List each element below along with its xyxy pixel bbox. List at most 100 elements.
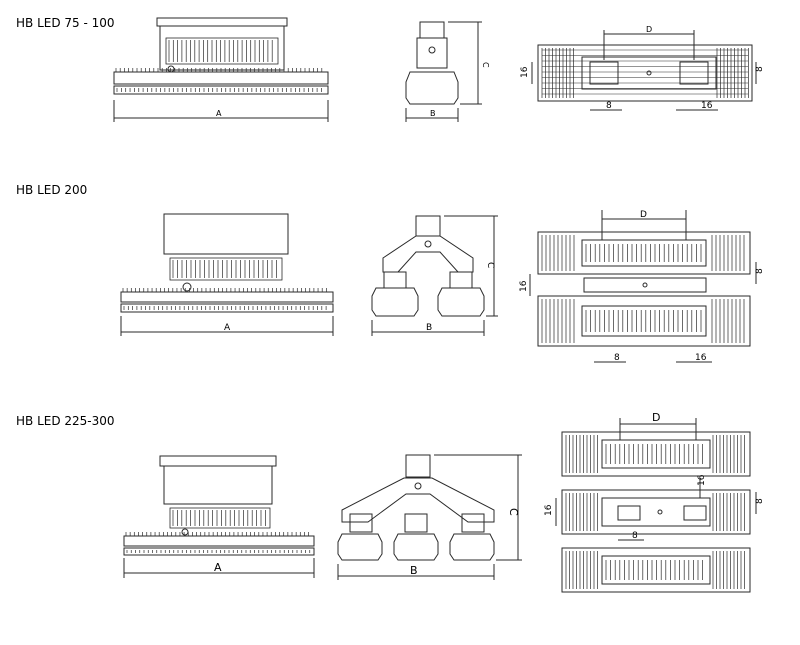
dim-8-v-label: 8: [755, 268, 765, 274]
model-title-hb-led-200: HB LED 200: [16, 183, 88, 197]
dim-a-label: A: [216, 109, 222, 118]
heatsink-2: [561, 489, 751, 535]
pivot-bolt: [428, 46, 436, 54]
driver-grille: [169, 257, 283, 281]
mount-bracket: [415, 215, 441, 237]
upper-driver-fins: [585, 244, 702, 262]
pivot-bolt: [414, 482, 422, 490]
driver-1: [601, 439, 711, 469]
heatsink-fins: [122, 288, 327, 292]
dim-b-label: B: [426, 323, 432, 333]
dim-16-v-label: 16: [520, 66, 530, 78]
heatsink-1: [561, 431, 751, 477]
h1-left-fins: [565, 435, 598, 473]
bracket-bolt: [181, 528, 189, 536]
mount-slot-left: [617, 505, 641, 521]
lamp-body-side: [405, 71, 459, 105]
connection-bar: [583, 277, 707, 293]
driver-fins: [172, 510, 266, 526]
row-hb-led-225-300: A B C: [123, 411, 765, 593]
upper-heatsink: [537, 231, 751, 275]
dim-16-h-label: 16: [695, 353, 707, 363]
bracket-bolt: [167, 65, 175, 73]
row-hb-led-200: A B C: [120, 210, 765, 363]
top-view-200: D 16 8 8 16: [519, 210, 765, 363]
lamp-head-left: [337, 533, 383, 561]
yoke-frame: [341, 477, 495, 523]
dim-b-label: B: [430, 109, 436, 118]
heatsink-3: [561, 547, 751, 593]
h3-right-fins: [712, 551, 745, 589]
side-view-75-100: B C: [405, 21, 490, 122]
dim-16-v-label: 16: [544, 504, 554, 516]
lower-driver: [581, 305, 707, 337]
dim-a-label: A: [224, 323, 231, 333]
side-view-200: B C: [371, 215, 498, 336]
center-hole: [642, 282, 648, 288]
led-lenses: [116, 88, 322, 92]
dim-8-h-label: 8: [606, 101, 612, 111]
driver-grille: [165, 37, 279, 65]
mount-slot-right: [679, 61, 709, 85]
bracket-arm: [416, 37, 448, 69]
h3-left-fins: [565, 551, 598, 589]
dim-8-h-label: 8: [632, 531, 638, 541]
driver-3: [601, 555, 711, 585]
joint-left: [383, 271, 407, 289]
led-lenses: [123, 306, 327, 310]
dim-d-label: D: [640, 210, 647, 220]
mount-slot-right: [683, 505, 707, 521]
dim-8-v-label: 8: [755, 66, 765, 72]
dim-16-v-label: 16: [519, 280, 529, 292]
crossbars: [542, 49, 748, 95]
lower-driver-fins: [585, 310, 702, 332]
heatsink-fins: [115, 68, 323, 72]
driver-top-plate: [159, 455, 277, 467]
dim-b-label: B: [410, 564, 418, 577]
driver-housing: [163, 213, 289, 255]
h2-right-fins: [712, 493, 745, 531]
front-view-75-100: A: [113, 17, 329, 122]
model-title-hb-led-225-300: HB LED 225-300: [16, 414, 115, 428]
driver-housing: [159, 25, 285, 71]
led-lens-strip: [113, 85, 329, 95]
dim-8-h-label: 8: [614, 353, 620, 363]
lower-left-fins: [541, 299, 575, 343]
lamp-head-center: [393, 533, 439, 561]
dim-c-label: C: [485, 262, 495, 268]
upper-right-fins: [711, 235, 745, 271]
joint-right: [461, 513, 485, 533]
led-lens-strip: [120, 303, 334, 313]
mount-bracket: [405, 454, 431, 478]
driver-2: [601, 497, 711, 527]
lamp-head-right: [449, 533, 495, 561]
led-lenses: [126, 550, 311, 553]
upper-driver: [581, 239, 707, 267]
lamp-head-left: [371, 287, 419, 317]
h1-right-fins: [712, 435, 745, 473]
dim-16-h-label: 16: [697, 474, 707, 486]
dim-c-label: C: [481, 62, 490, 68]
dim-a-label: A: [214, 561, 222, 574]
lamp-head-right: [437, 287, 485, 317]
driver-grille: [169, 507, 271, 529]
driver-plate-top: [581, 56, 717, 90]
front-view-225-300: A: [123, 455, 315, 578]
heatsink-body: [113, 71, 329, 85]
driver-top-plate: [156, 17, 288, 27]
heatsink-body: [123, 535, 315, 547]
bracket-bolt: [182, 282, 192, 292]
top-frame: [537, 44, 753, 102]
mount-bracket: [419, 21, 445, 39]
side-view-225-300: B C: [337, 454, 522, 580]
right-fins: [716, 48, 749, 98]
row-hb-led-75-100: A B C D 16: [113, 17, 765, 122]
upper-left-fins: [541, 235, 575, 271]
dim-8-v-label: 8: [755, 498, 765, 504]
dim-16-h-label: 16: [701, 101, 713, 111]
top-view-75-100: D 16 8 8 16: [520, 25, 765, 111]
pivot-bolt: [424, 240, 432, 248]
driver-3-fins: [605, 560, 703, 580]
led-lens-strip: [123, 547, 315, 556]
